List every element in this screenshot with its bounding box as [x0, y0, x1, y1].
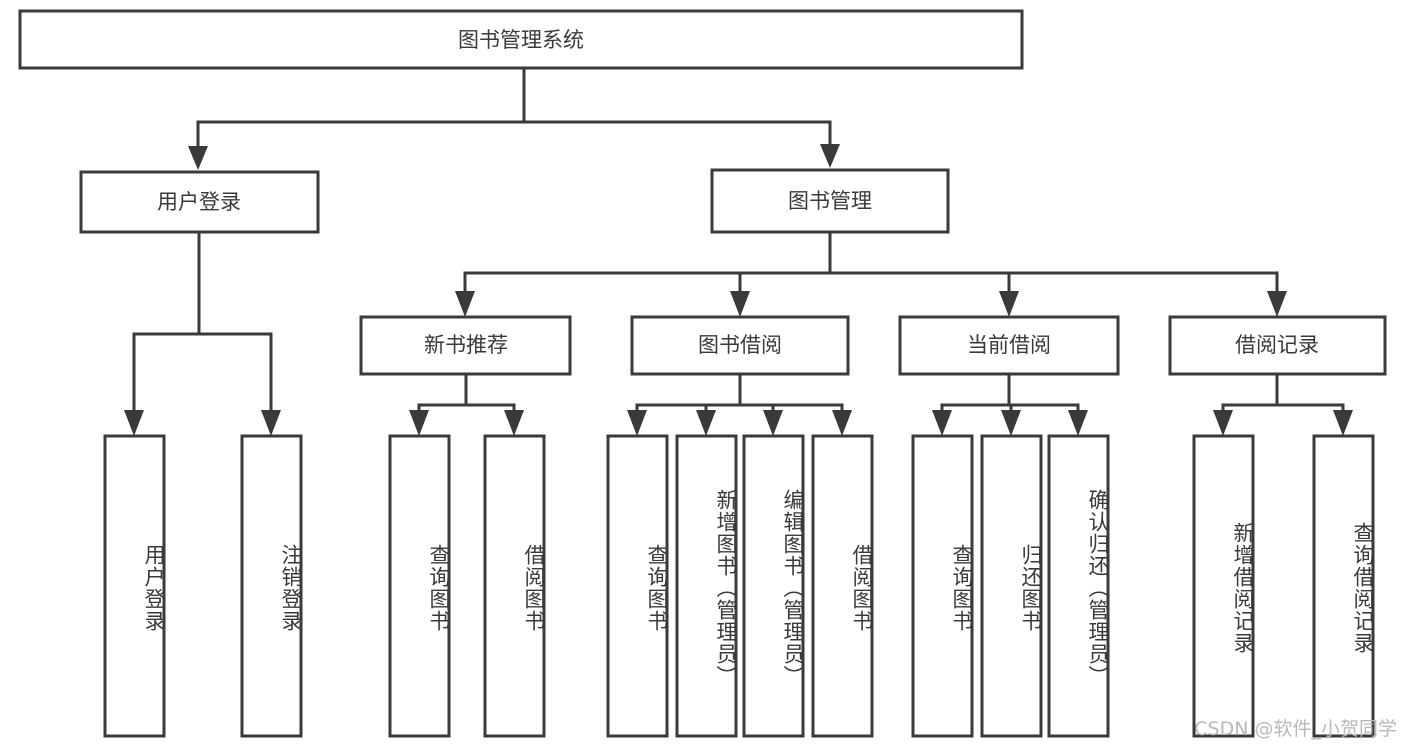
- node-current-borrow[interactable]: 当前借阅: [898, 315, 1120, 376]
- arrow-head-leaf-user-login: [124, 410, 144, 436]
- leaf-box-nbr-2[interactable]: [483, 434, 546, 738]
- node-user-login-label: 用户登录: [157, 190, 241, 214]
- arrow-head-bb-leaf4: [832, 410, 852, 436]
- node-book-borrow[interactable]: 图书借阅: [630, 315, 850, 376]
- node-book-manage-label: 图书管理: [788, 189, 872, 213]
- node-borrow-record-box[interactable]: [1168, 315, 1387, 376]
- arrow-head-bb-leaf3: [763, 410, 783, 436]
- leaf-box-nbr-1[interactable]: [388, 434, 451, 738]
- connector-group-borrow-record: [1213, 372, 1353, 436]
- leaf-box-cb-1[interactable]: [911, 434, 974, 738]
- node-user-login[interactable]: 用户登录: [79, 170, 320, 234]
- arrow-head-br-leaf2: [1333, 410, 1353, 436]
- watermark-text: CSDN @软件_小贺同学: [1194, 718, 1397, 740]
- node-borrow-record-label: 借阅记录: [1235, 333, 1319, 357]
- node-root[interactable]: 图书管理系统: [18, 9, 1024, 70]
- leaf-box-user-login-2[interactable]: [240, 434, 303, 738]
- connector-group-current-borrow: [932, 372, 1088, 436]
- node-current-borrow-box[interactable]: [898, 315, 1120, 376]
- leaf-box-br-1[interactable]: [1192, 434, 1255, 738]
- arrow-head-cb-leaf1: [932, 410, 952, 436]
- node-user-login-box[interactable]: [79, 170, 320, 234]
- arrow-head-cb-leaf3: [1068, 410, 1088, 436]
- connector-group-book-borrow: [627, 372, 852, 436]
- arrow-head-current-borrow: [999, 291, 1019, 317]
- node-new-book-recommend[interactable]: 新书推荐: [359, 315, 572, 376]
- node-new-book-recommend-box[interactable]: [359, 315, 572, 376]
- arrow-head-new-book-recommend: [455, 291, 475, 317]
- arrow-head-cb-leaf2: [1001, 410, 1021, 436]
- node-book-borrow-label: 图书借阅: [698, 333, 782, 357]
- leaf-box-bb-3[interactable]: [742, 434, 805, 738]
- arrow-head-borrow-record: [1267, 291, 1287, 317]
- leaf-box-bb-1[interactable]: [606, 434, 669, 738]
- arrow-head-bb-leaf2: [696, 410, 716, 436]
- connector-group-new-book-recommend: [409, 372, 524, 436]
- arrow-head-nbr-leaf2: [504, 410, 524, 436]
- node-root-box[interactable]: [18, 9, 1024, 70]
- connector-group-book-manage: [455, 230, 1287, 317]
- arrow-head-leaf-logout: [261, 410, 281, 436]
- arrow-head-user-login: [188, 146, 208, 170]
- node-root-label: 图书管理系统: [458, 28, 584, 52]
- arrow-head-nbr-leaf1: [409, 410, 429, 436]
- arrow-head-br-leaf1: [1213, 410, 1233, 436]
- leaf-box-user-login-1[interactable]: [103, 434, 166, 738]
- leaf-box-br-2[interactable]: [1312, 434, 1375, 738]
- node-book-manage-box[interactable]: [710, 168, 950, 234]
- leaf-box-bb-4[interactable]: [811, 434, 874, 738]
- connector-group-user-login: [124, 230, 281, 436]
- node-book-borrow-box[interactable]: [630, 315, 850, 376]
- leaf-box-bb-2[interactable]: [675, 434, 738, 738]
- arrow-head-book-borrow: [730, 291, 750, 317]
- arrow-head-book-manage: [820, 144, 840, 168]
- connector-group-root: [188, 66, 840, 170]
- node-book-manage[interactable]: 图书管理: [710, 168, 950, 234]
- node-new-book-recommend-label: 新书推荐: [424, 333, 508, 357]
- leaf-box-cb-2[interactable]: [980, 434, 1043, 738]
- arrow-head-bb-leaf1: [627, 410, 647, 436]
- leaf-box-cb-3[interactable]: [1047, 434, 1110, 738]
- node-current-borrow-label: 当前借阅: [967, 333, 1051, 357]
- node-borrow-record[interactable]: 借阅记录: [1168, 315, 1387, 376]
